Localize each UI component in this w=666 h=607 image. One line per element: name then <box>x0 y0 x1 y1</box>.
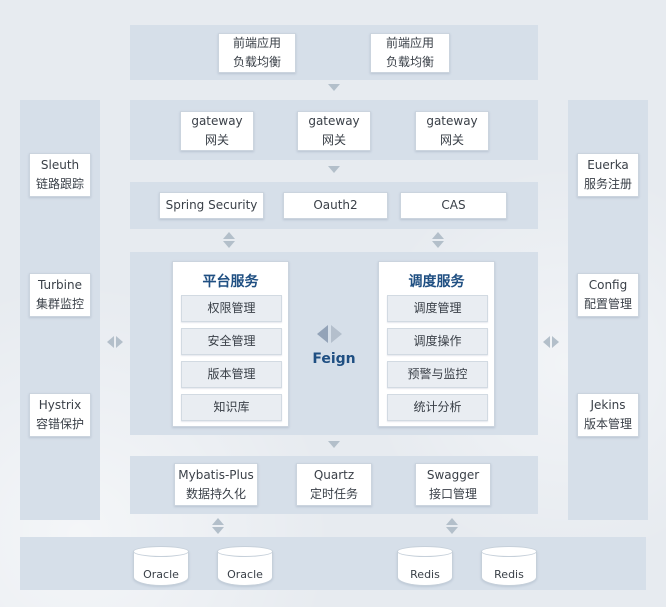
turbine-line1: Turbine <box>38 278 82 293</box>
down-arrow-icon <box>328 441 340 448</box>
gateway-line1: gateway <box>191 114 243 129</box>
quartz-line1: Quartz <box>313 467 355 482</box>
down-arrow-icon <box>328 166 340 173</box>
quartz-line2: 定时任务 <box>309 486 358 501</box>
sleuth-line2: 链路跟踪 <box>35 177 84 191</box>
spring-security-box: Spring Security <box>159 192 264 219</box>
mybatis-line2: 数据持久化 <box>185 486 246 501</box>
redis-db-cylinder: Redis <box>397 546 453 586</box>
mybatis-line1: Mybatis-Plus <box>178 467 254 482</box>
schedule-item: 调度操作 <box>387 328 488 355</box>
eureka-line1: Euerka <box>587 158 629 173</box>
config-line1: Config <box>588 278 628 293</box>
gateway-line2: 网关 <box>321 133 346 147</box>
eureka-line2: 服务注册 <box>583 177 632 191</box>
updown-arrow-icon <box>223 232 235 248</box>
frontend-lb-line1: 前端应用 <box>385 36 434 51</box>
gateway-box: gateway 网关 <box>180 111 254 151</box>
gateway-box: gateway 网关 <box>415 111 489 151</box>
turbine-line2: 集群监控 <box>35 297 84 311</box>
oracle-db-label: Oracle <box>143 568 179 581</box>
hystrix-line2: 容错保护 <box>35 417 84 431</box>
frontend-lb-line2: 负载均衡 <box>385 55 434 69</box>
mybatis-box: Mybatis-Plus 数据持久化 <box>174 463 258 506</box>
leftright-arrow-icon <box>543 336 559 348</box>
schedule-item: 预警与监控 <box>387 361 488 388</box>
config-line2: 配置管理 <box>583 297 632 311</box>
oracle-db-cylinder: Oracle <box>217 546 273 586</box>
updown-arrow-icon <box>446 518 458 534</box>
gateway-line1: gateway <box>426 114 478 129</box>
redis-db-label: Redis <box>410 568 440 581</box>
gateway-box: gateway 网关 <box>297 111 371 151</box>
schedule-services-title: 调度服务 <box>408 274 465 290</box>
hystrix-line1: Hystrix <box>38 398 82 413</box>
redis-db-cylinder: Redis <box>481 546 537 586</box>
gateway-line1: gateway <box>308 114 360 129</box>
jenkins-line2: 版本管理 <box>583 417 632 431</box>
frontend-lb-line1: 前端应用 <box>232 36 281 51</box>
feign-arrows-icon <box>317 325 342 343</box>
jenkins-box: Jekins 版本管理 <box>577 393 639 437</box>
swagger-line2: 接口管理 <box>428 486 477 501</box>
feign-label: Feign <box>312 351 356 367</box>
updown-arrow-icon <box>432 232 444 248</box>
schedule-services-panel: 调度服务 调度管理 调度操作 预警与监控 统计分析 <box>378 261 495 427</box>
quartz-box: Quartz 定时任务 <box>296 463 372 506</box>
oauth2-box: Oauth2 <box>283 192 388 219</box>
sleuth-box: Sleuth 链路跟踪 <box>29 153 91 197</box>
eureka-box: Euerka 服务注册 <box>577 153 639 197</box>
platform-services-panel: 平台服务 权限管理 安全管理 版本管理 知识库 <box>172 261 289 427</box>
cas-label: CAS <box>441 198 466 213</box>
frontend-band <box>130 25 538 80</box>
schedule-item: 调度管理 <box>387 295 488 322</box>
redis-db-label: Redis <box>494 568 524 581</box>
platform-item: 知识库 <box>181 394 282 421</box>
gateway-line2: 网关 <box>204 133 229 147</box>
swagger-box: Swagger 接口管理 <box>415 463 491 506</box>
platform-services-title: 平台服务 <box>202 274 259 290</box>
jenkins-line1: Jekins <box>590 398 626 413</box>
sleuth-line1: Sleuth <box>40 158 80 173</box>
oracle-db-label: Oracle <box>227 568 263 581</box>
config-box: Config 配置管理 <box>577 273 639 317</box>
turbine-box: Turbine 集群监控 <box>29 273 91 317</box>
swagger-line1: Swagger <box>426 467 480 482</box>
oauth2-label: Oauth2 <box>313 198 358 213</box>
database-band <box>20 537 646 590</box>
spring-security-label: Spring Security <box>165 198 258 213</box>
frontend-lb-box: 前端应用 负载均衡 <box>218 33 296 73</box>
platform-item: 权限管理 <box>181 295 282 322</box>
platform-item: 版本管理 <box>181 361 282 388</box>
gateway-line2: 网关 <box>439 133 464 147</box>
cas-box: CAS <box>400 192 507 219</box>
leftright-arrow-icon <box>107 336 123 348</box>
frontend-lb-box: 前端应用 负载均衡 <box>370 33 450 73</box>
down-arrow-icon <box>328 84 340 91</box>
platform-item: 安全管理 <box>181 328 282 355</box>
updown-arrow-icon <box>212 518 224 534</box>
hystrix-box: Hystrix 容错保护 <box>29 393 91 437</box>
oracle-db-cylinder: Oracle <box>133 546 189 586</box>
schedule-item: 统计分析 <box>387 394 488 421</box>
frontend-lb-line2: 负载均衡 <box>232 55 281 69</box>
